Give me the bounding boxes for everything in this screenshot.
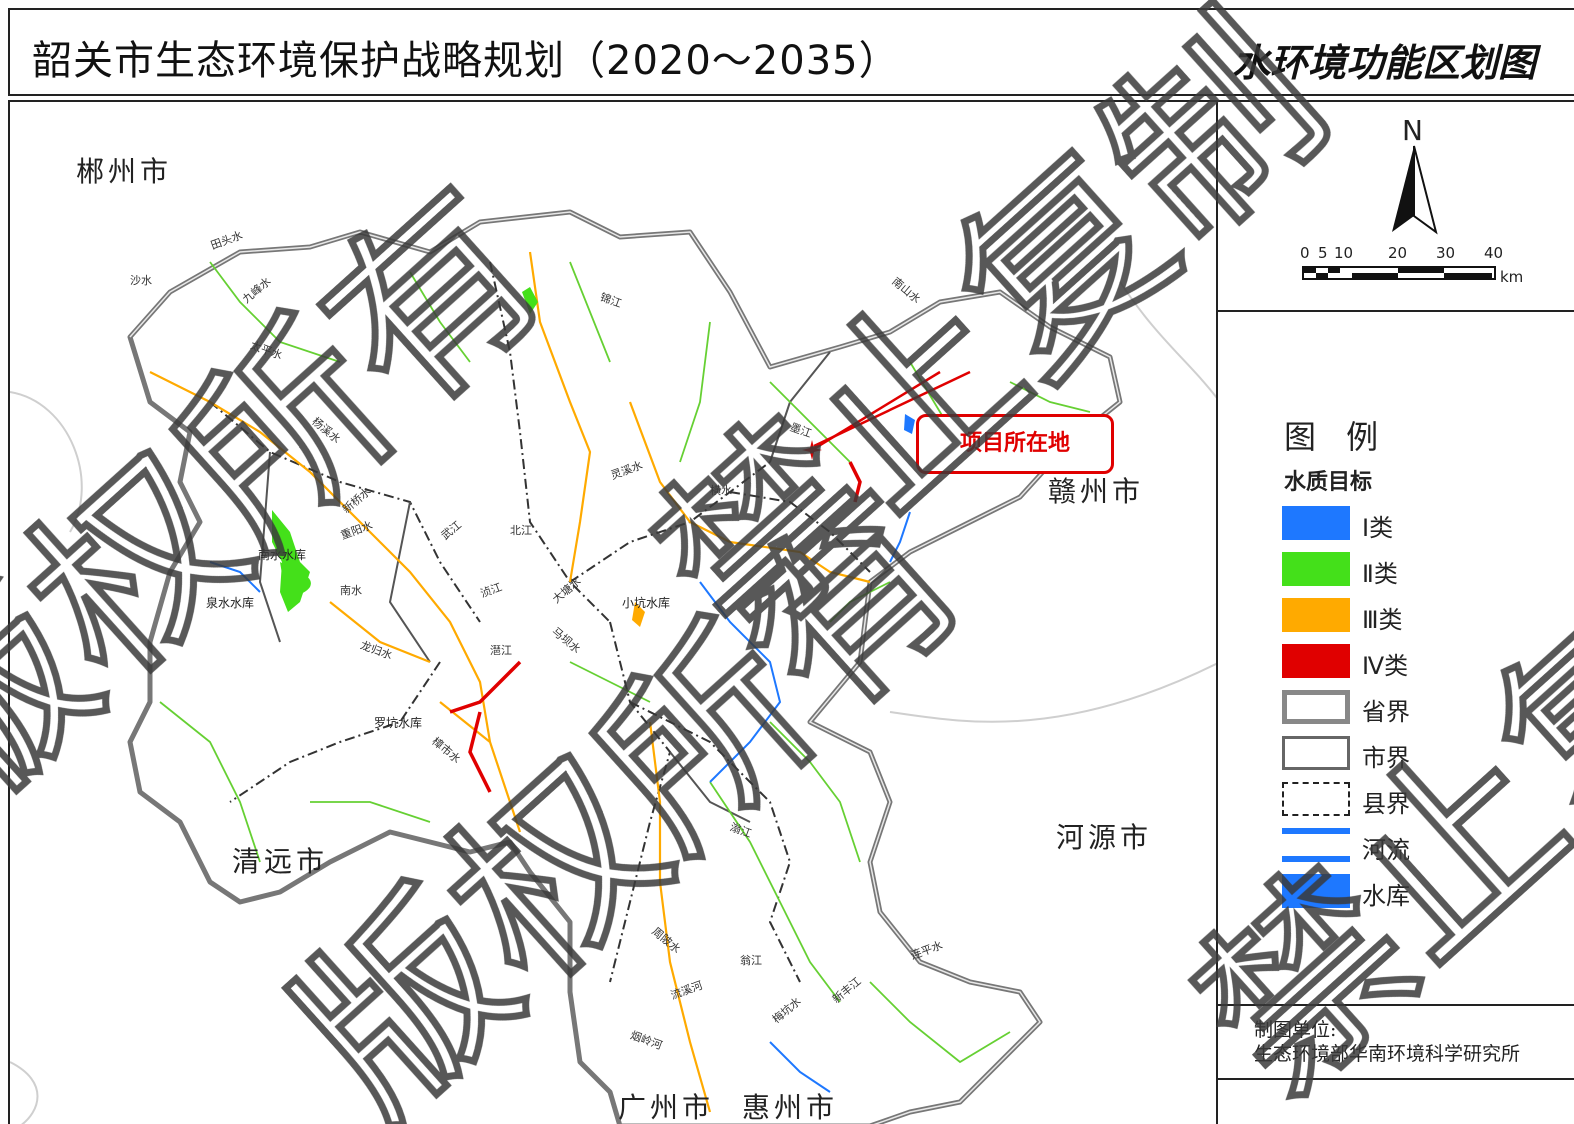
river-label: 沙水 [130, 274, 152, 287]
scale-tick-label: 5 [1318, 244, 1328, 262]
river-label: 潖江 [490, 644, 512, 657]
scale-tick-label: 20 [1388, 244, 1408, 262]
north-label: N [1402, 114, 1423, 147]
legend-item: 市界 [1282, 736, 1482, 772]
legend-label: 县界 [1362, 790, 1410, 818]
legend-label: Ⅰ类 [1362, 514, 1394, 542]
callout-pointer-b [813, 370, 971, 448]
neighbor-boundary [10, 281, 1216, 1124]
city-label-qingyuan: 清远市 [232, 845, 329, 878]
legend-swatch [1282, 828, 1350, 862]
credit-label: 制图单位: [1254, 1019, 1337, 1041]
river-label: 翁江 [740, 954, 762, 967]
scale-tick-label: 30 [1436, 244, 1456, 262]
river-label: 北江 [510, 524, 532, 537]
legend-label: 市界 [1362, 744, 1410, 772]
legend-label: Ⅲ类 [1362, 606, 1403, 634]
legend-item: 水库 [1282, 874, 1482, 910]
legend-swatch [1282, 552, 1350, 586]
legend-label: 省界 [1362, 698, 1410, 726]
map-frame[interactable]: 郴州市 赣州市 清远市 河源市 广州市 惠州市 南水水库 泉水水库 小坑水库 罗… [8, 100, 1218, 1124]
legend-item: Ⅱ类 [1282, 552, 1482, 588]
river-label: 横水 [710, 484, 732, 497]
panel-separator [1218, 310, 1574, 312]
map-subtitle: 水环境功能区划图 [1232, 40, 1537, 85]
legend-item: 省界 [1282, 690, 1482, 726]
map-canvas [10, 209, 1216, 1124]
legend-label: Ⅳ类 [1362, 652, 1409, 680]
scale-bar [1302, 266, 1496, 280]
reservoir-blue-east [904, 414, 915, 434]
county-boundary-solid [258, 351, 831, 823]
reservoir-green-north [522, 287, 538, 314]
scale-tick-label: 40 [1484, 244, 1504, 262]
reservoir-label-quanshui: 泉水水库 [206, 596, 255, 610]
legend-label: 河流 [1362, 836, 1410, 864]
river-label: 南水 [340, 584, 362, 597]
river-class-iii [149, 251, 871, 1113]
city-label-chenzhou: 郴州市 [76, 155, 173, 188]
reservoir-label-nanshui: 南水水库 [258, 548, 307, 562]
reservoir-label-xiaokeng: 小坑水库 [622, 596, 671, 610]
legend-item: Ⅲ类 [1282, 598, 1482, 634]
city-label-heyuan: 河源市 [1056, 821, 1153, 854]
panel-separator [1218, 1004, 1574, 1006]
river-class-iv [449, 461, 862, 793]
reservoir-xiaokeng [632, 602, 645, 627]
city-label-guangzhou: 广州市 [618, 1091, 715, 1124]
reservoir-label-luokeng: 罗坑水库 [374, 716, 423, 730]
title-bar: 韶关市生态环境保护战略规划（2020～2035） 水环境功能区划图 [8, 8, 1574, 96]
city-label-ganzhou: 赣州市 [1048, 475, 1145, 508]
legend-title: 图 例 [1284, 418, 1389, 456]
map-title: 韶关市生态环境保护战略规划（2020～2035） [32, 38, 900, 84]
legend-item: 县界 [1282, 782, 1482, 818]
scale-tick-label: 0 [1300, 244, 1310, 262]
north-arrow-icon [1392, 145, 1438, 235]
map-credit: 制图单位: 生态环境部华南环境科学研究所 [1254, 1018, 1520, 1066]
legend-label: 水库 [1362, 882, 1410, 910]
scale-unit: km [1500, 268, 1524, 286]
city-label-huizhou: 惠州市 [742, 1091, 839, 1124]
legend-swatch [1282, 690, 1350, 724]
project-location-star [802, 440, 822, 460]
legend-swatch [1282, 506, 1350, 540]
scale-tick-label: 10 [1334, 244, 1354, 262]
river-class-ii [159, 261, 1091, 1064]
legend-item: 河流 [1282, 828, 1482, 864]
legend-swatch [1282, 736, 1350, 770]
river-class-i [209, 511, 911, 1093]
project-location-callout[interactable]: 项目所在地 [916, 414, 1114, 474]
legend-item: Ⅰ类 [1282, 506, 1482, 542]
credit-org: 生态环境部华南环境科学研究所 [1254, 1043, 1521, 1065]
legend-swatch [1282, 782, 1350, 816]
legend-swatch [1282, 874, 1350, 908]
legend-item: Ⅳ类 [1282, 644, 1482, 680]
legend-swatch [1282, 598, 1350, 632]
legend-label: Ⅱ类 [1362, 560, 1398, 588]
legend-swatch [1282, 644, 1350, 678]
legend-subtitle: 水质目标 [1284, 470, 1373, 495]
reservoir-nanshui-body [280, 562, 311, 595]
panel-separator [1218, 1078, 1574, 1080]
